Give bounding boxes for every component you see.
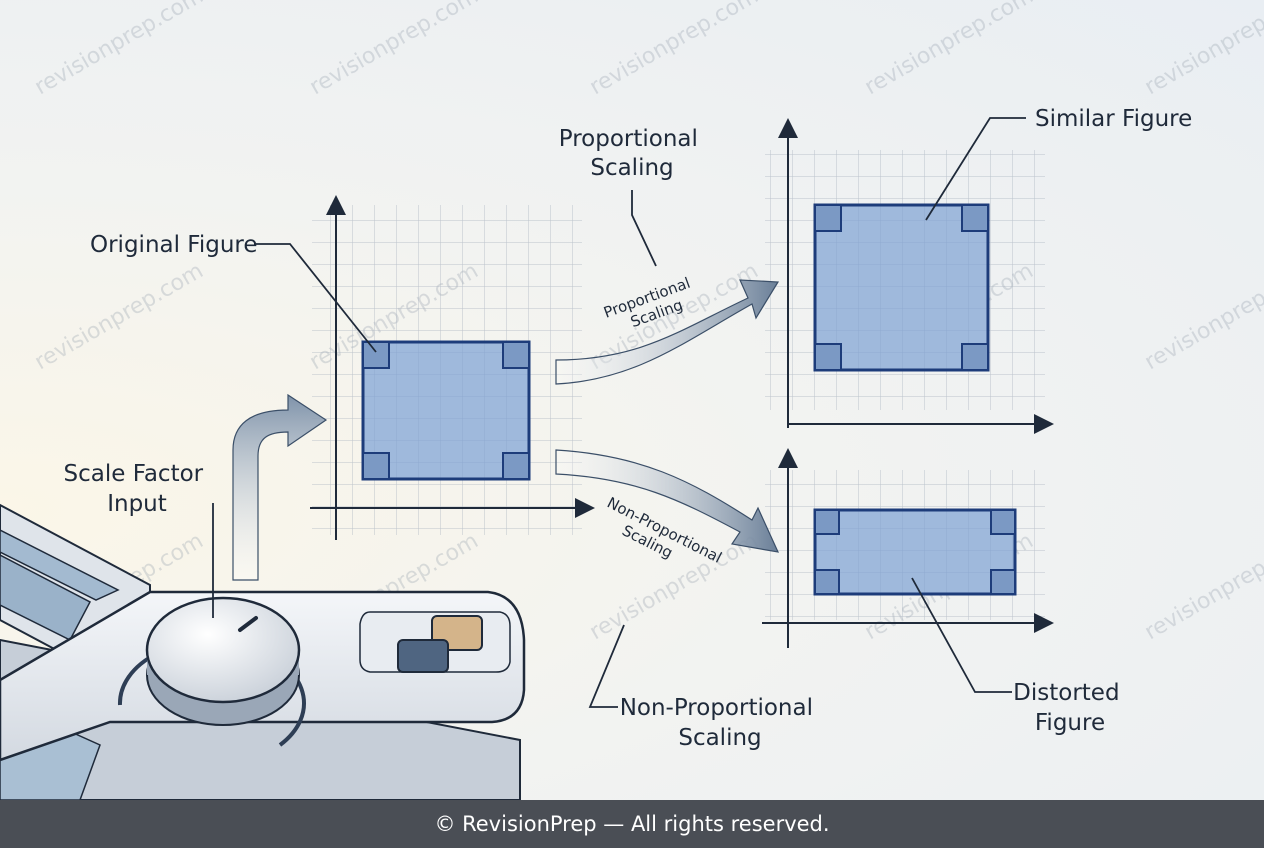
callout-lines: [212, 117, 1026, 708]
callout-similar: [925, 117, 1026, 221]
original-grid: [310, 195, 595, 540]
label-scale-factor-input: Scale Factor Input: [64, 461, 211, 517]
watermark: revisionprep.com: [306, 0, 483, 100]
callout-distorted: [911, 577, 1012, 693]
corner-marker: [961, 204, 989, 232]
footer-bar: © RevisionPrep — All rights reserved.: [0, 800, 1264, 848]
corner-marker: [814, 509, 840, 535]
corner-marker: [814, 343, 842, 371]
copyright-text: © RevisionPrep — All rights reserved.: [434, 812, 830, 836]
watermark: revisionprep.com: [586, 0, 763, 100]
similar-square-outline: [813, 203, 990, 372]
corner-marker: [961, 343, 989, 371]
watermark: revisionprep.com: [1141, 0, 1264, 100]
input-arrow: [232, 393, 328, 581]
watermark: revisionprep.com: [1141, 528, 1264, 645]
non-proportional-arrow: [555, 449, 780, 553]
callout-non-proportional: [588, 624, 625, 708]
label-distorted-figure: Distorted Figure: [1013, 680, 1127, 736]
callout-proportional: [631, 190, 657, 267]
corner-marker: [502, 452, 530, 480]
label-similar-figure: Similar Figure: [1035, 106, 1192, 132]
watermark: revisionprep.com: [861, 0, 1038, 100]
watermark: revisionprep.com: [31, 258, 208, 375]
label-non-proportional-scaling: Non-Proportional Scaling: [620, 695, 821, 751]
blue-button[interactable]: [397, 639, 449, 673]
corner-marker: [990, 569, 1016, 595]
watermark: revisionprep.com: [31, 0, 208, 100]
distorted-grid: [762, 448, 1054, 648]
dial-indicator: [238, 616, 258, 632]
corner-marker: [990, 509, 1016, 535]
proportional-arrow: [555, 279, 780, 385]
device-screen: [0, 529, 120, 601]
corner-marker: [814, 204, 842, 232]
label-proportional-scaling: Proportional Scaling: [559, 126, 705, 181]
scale-device: [0, 503, 526, 801]
scale-factor-dial[interactable]: [145, 596, 301, 726]
original-square-outline: [361, 340, 531, 481]
watermark: revisionprep.com: [1141, 258, 1264, 375]
corner-marker: [502, 341, 530, 369]
corner-marker: [814, 569, 840, 595]
callout-original: [254, 243, 377, 353]
label-original-figure: Original Figure: [90, 232, 258, 258]
corner-marker: [362, 452, 390, 480]
corner-marker: [362, 341, 390, 369]
distorted-rectangle-outline: [813, 508, 1017, 596]
similar-grid: [765, 118, 1054, 434]
